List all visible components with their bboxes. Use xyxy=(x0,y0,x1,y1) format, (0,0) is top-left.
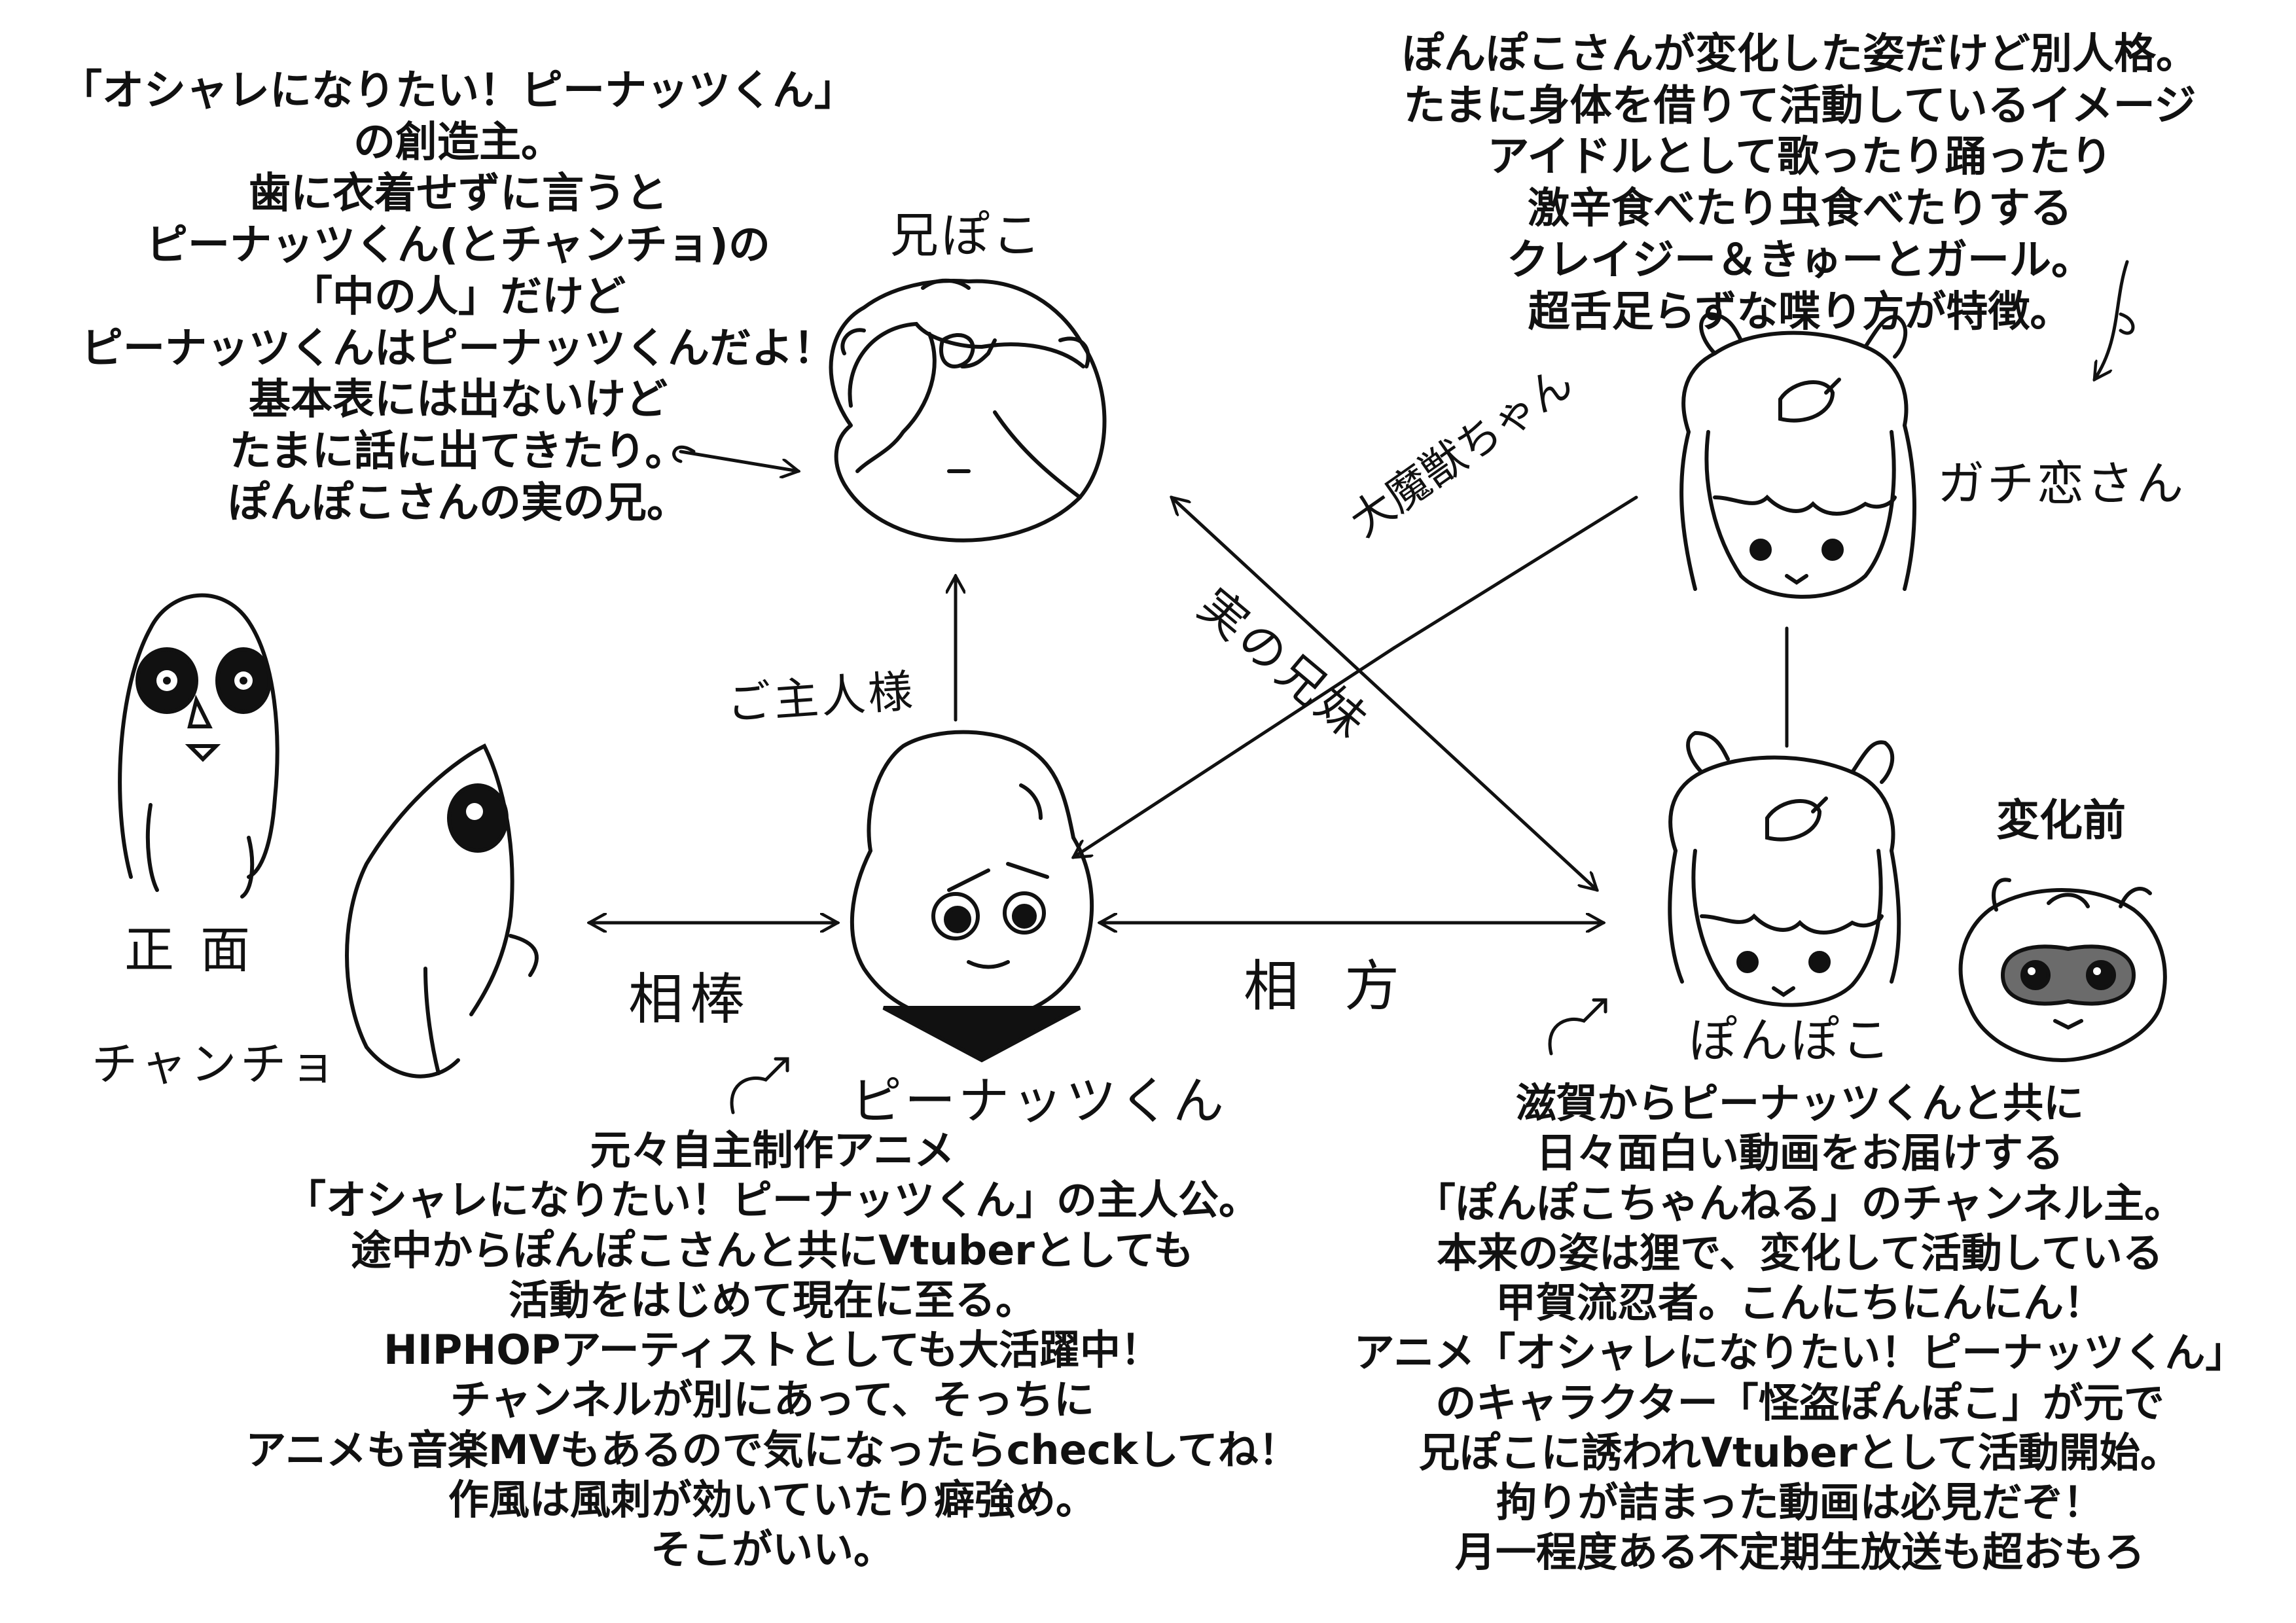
description-line: たまに身体を借りて活動しているイメージ xyxy=(1329,80,2271,132)
description-line: 活動をはじめて現在に至る。 xyxy=(216,1275,1329,1325)
pointer-icon xyxy=(1550,1000,1605,1054)
description-line: アニメも音楽MVもあるので気になったらcheckしてね！ xyxy=(216,1425,1329,1475)
description-line: クレイジー＆きゅーとガール。 xyxy=(1329,235,2271,287)
description-line: 兄ぽこに誘われVtuberとして活動開始。 xyxy=(1309,1428,2291,1478)
ponpoko-figure xyxy=(1670,733,1899,1005)
description-line: アニメ「オシャレになりたい！ピーナッツくん」 xyxy=(1309,1328,2291,1378)
description-line: 途中からぽんぽこさんと共にVtuberとしても xyxy=(216,1226,1329,1275)
name-anipoko: 兄ぽこ xyxy=(890,196,1043,266)
description-line: の創造主。 xyxy=(0,117,916,169)
peanuts-figure xyxy=(852,732,1092,1060)
pointer-icon xyxy=(732,1059,787,1113)
description-line: ぽんぽこさんが変化した姿だけど別人格。 xyxy=(1329,29,2271,80)
description-line: 基本表には出ないけど xyxy=(0,374,916,426)
description-line: 「中の人」だけど xyxy=(0,272,916,323)
description-line: 日々面白い動画をお届けする xyxy=(1309,1128,2291,1178)
tanuki-figure xyxy=(1961,880,2165,1060)
description-line: 作風は風刺が効いていたり癖強め。 xyxy=(216,1475,1329,1525)
description-line: HIPHOPアーティストとしても大活躍中！ xyxy=(216,1325,1329,1375)
description-line: 超舌足らずな喋り方が特徴。 xyxy=(1329,287,2271,338)
gachikoi-description: ぽんぽこさんが変化した姿だけど別人格。 たまに身体を借りて活動しているイメージ … xyxy=(1329,29,2271,338)
ponpoko-description: 滋賀からピーナッツくんと共に 日々面白い動画をお届けする 「ぽんぽこちゃんねる」… xyxy=(1309,1079,2291,1578)
peanuts-front-figure xyxy=(120,596,277,897)
description-line: アイドルとして歌ったり踊ったり xyxy=(1329,132,2271,183)
description-line: 滋賀からピーナッツくんと共に xyxy=(1309,1079,2291,1128)
peanuts-description: 元々自主制作アニメ 「オシャレになりたい！ピーナッツくん」の主人公。 途中からぽ… xyxy=(216,1126,1329,1575)
name-henkamae: 変化前 xyxy=(1996,785,2126,848)
name-gachikoi: ガチ恋さん xyxy=(1937,445,2186,514)
description-line: ぽんぽこさんの実の兄。 xyxy=(0,478,916,529)
description-line: チャンネルが別にあって、そっちに xyxy=(216,1375,1329,1425)
description-line: 甲賀流忍者。こんにちにんにん！ xyxy=(1309,1278,2291,1328)
relation-label-aibou: 相棒 xyxy=(628,955,751,1035)
description-line: 「オシャレになりたい！ピーナッツくん」 xyxy=(0,65,916,117)
description-line: のキャラクター「怪盗ぽんぽこ」が元で xyxy=(1309,1378,2291,1428)
chancho-figure xyxy=(347,746,537,1077)
description-line: 「ぽんぽこちゃんねる」のチャンネル主。 xyxy=(1309,1179,2291,1228)
name-peanuts: ピーナッツくん xyxy=(851,1060,1227,1133)
creator-description: 「オシャレになりたい！ピーナッツくん」 の創造主。 歯に衣着せずに言うと ピーナ… xyxy=(0,65,916,529)
name-chancho: チャンチョ xyxy=(92,1027,340,1094)
description-line: 「オシャレになりたい！ピーナッツくん」の主人公。 xyxy=(216,1175,1329,1225)
description-line: 拘りが詰まった動画は必見だぞ！ xyxy=(1309,1478,2291,1527)
name-ponpoko: ぽんぽこ xyxy=(1689,1001,1893,1071)
description-line: 月一程度ある不定期生放送も超おもろ xyxy=(1309,1527,2291,1577)
description-line: 歯に衣着せずに言うと xyxy=(0,168,916,220)
line-daimaju-upper xyxy=(1394,497,1636,648)
relation-label-aikata: 相方 xyxy=(1244,942,1445,1022)
relation-label-goshujin: ご主人様 xyxy=(725,654,917,732)
description-line: 本来の姿は狸で、変化して活動している xyxy=(1309,1228,2291,1278)
label-shomen: 正面 xyxy=(124,910,276,982)
description-line: 激辛食べたり虫食べたりする xyxy=(1329,183,2271,235)
description-line: そこがいい。 xyxy=(216,1525,1329,1575)
description-line: ピーナッツくん(とチャンチョ)の xyxy=(0,220,916,272)
gachikoi-figure xyxy=(1681,314,1914,597)
description-line: たまに話に出てきたり。 xyxy=(0,426,916,478)
arrow-kyoudai xyxy=(1172,497,1597,890)
description-line: ピーナッツくんはピーナッツくんだよ！ xyxy=(0,323,916,375)
